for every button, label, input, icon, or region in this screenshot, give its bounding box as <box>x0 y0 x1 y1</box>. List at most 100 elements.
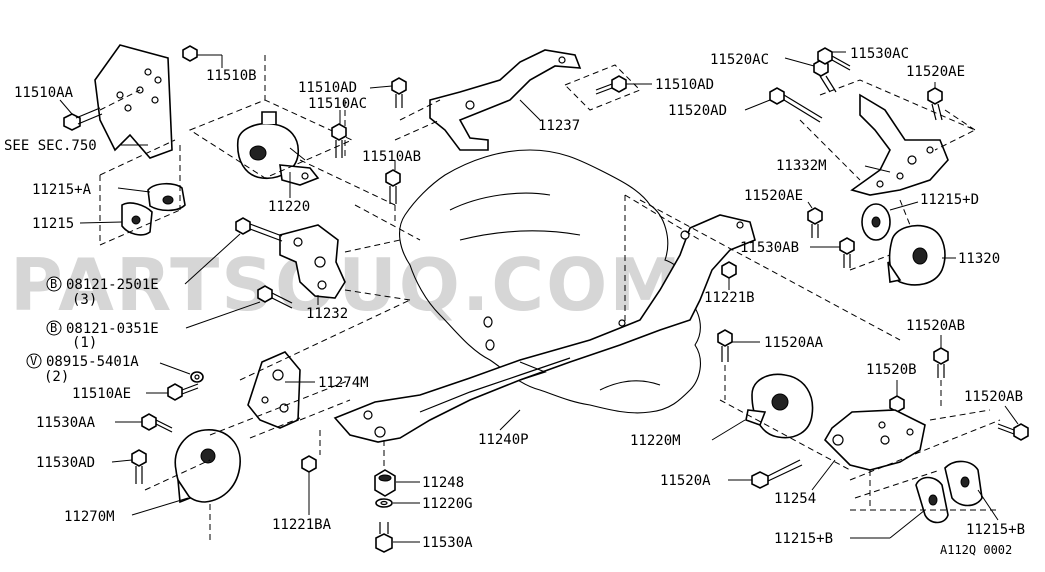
label-11237: 11237 <box>538 118 580 134</box>
label-11520AE-top: 11520AE <box>906 64 965 80</box>
label-see-sec-750: SEE SEC.750 <box>4 138 97 154</box>
washer-v-symbol-text: V <box>30 354 37 368</box>
label-11530AC: 11530AC <box>850 46 909 62</box>
bolt-b-symbol-icon <box>46 276 62 292</box>
cushion-11215-a <box>117 182 186 212</box>
torque-rod-11237 <box>429 49 582 151</box>
label-11530AB: 11530AB <box>740 240 799 256</box>
bolt-11510AC <box>331 110 347 158</box>
label-11215-b-left: 11215+B <box>774 531 833 547</box>
label-11248: 11248 <box>422 475 464 491</box>
engine-mount-11220M <box>711 373 814 441</box>
label-11510B: 11510B <box>206 68 257 84</box>
label-11520A: 11520A <box>660 473 711 489</box>
label-11520B: 11520B <box>866 362 917 378</box>
label-11530A: 11530A <box>422 535 473 551</box>
bracket-11232 <box>279 224 346 305</box>
label-11510AC: 11510AC <box>308 96 367 112</box>
label-11510AB: 11510AB <box>362 149 421 165</box>
nut-11520B <box>889 380 905 413</box>
label-11215-a: 11215+A <box>32 182 92 198</box>
label-11332M: 11332M <box>776 158 827 174</box>
bolt-b-symbol-text: B <box>50 277 57 291</box>
label-11520AD: 11520AD <box>668 103 727 119</box>
label-11510AD-right: 11510AD <box>655 77 714 93</box>
label-11530AD: 11530AD <box>36 455 95 471</box>
engine-mount-11220 <box>236 111 320 198</box>
bolt-b-symbol-text-2: B <box>50 321 57 335</box>
diagram-code: A112Q 0002 <box>940 543 1012 557</box>
label-11220M: 11220M <box>630 433 681 449</box>
label-qty-2: (2) <box>44 369 69 385</box>
label-11254: 11254 <box>774 491 816 507</box>
bolt-11520AC <box>784 57 837 93</box>
engine-mount-11320 <box>887 224 956 286</box>
bolt-11510AB <box>385 160 401 204</box>
bolt-11530AC <box>817 47 851 71</box>
bracket-11274M <box>247 351 315 429</box>
bracket-11254 <box>811 409 926 491</box>
label-11274M: 11274M <box>318 375 369 391</box>
bolt-11530AA-left <box>115 413 173 433</box>
bolt-11520AE-mid <box>807 201 823 238</box>
bolt-11520A <box>728 459 803 489</box>
bolt-11510AD-top <box>369 77 407 108</box>
label-08121-2501E: 08121-2501E <box>66 277 159 293</box>
stopper-11248 <box>374 469 420 497</box>
bolt-11520AA <box>717 329 760 362</box>
washer-08915-5401A <box>159 362 204 383</box>
engine-outline <box>399 149 701 414</box>
label-qty-1: (1) <box>72 335 97 351</box>
label-11520AA: 11520AA <box>764 335 824 351</box>
bolt-11510AE <box>146 383 199 401</box>
label-11220G: 11220G <box>422 496 473 512</box>
washer-11220G <box>375 498 420 508</box>
washer-v-symbol-icon <box>26 353 42 369</box>
bolt-11530AD <box>111 449 147 484</box>
nut-icon <box>182 45 198 62</box>
cushion-11215-b-left <box>915 476 949 524</box>
label-11215-b-right: 11215+B <box>966 522 1025 538</box>
label-11220: 11220 <box>268 199 310 215</box>
bolt-11520AB-top <box>933 335 949 378</box>
front-bracket-assembly <box>59 44 223 159</box>
label-11510AA: 11510AA <box>14 85 74 101</box>
bolt-11510AD-right <box>595 75 652 95</box>
bolt-08121-2501E <box>184 217 283 285</box>
engine-mount-11270M <box>131 429 241 516</box>
cushion-11215-b-right <box>944 460 999 521</box>
cushion-11215 <box>79 202 153 236</box>
label-11520AB-top: 11520AB <box>906 318 965 334</box>
label-11215-d: 11215+D <box>920 192 979 208</box>
nut-11221BA <box>301 455 317 515</box>
label-08915-5401A: 08915-5401A <box>46 354 139 370</box>
label-11221B: 11221B <box>704 290 755 306</box>
cushion-11215-d <box>861 201 919 241</box>
label-11520AC: 11520AC <box>710 52 769 68</box>
bolt-11520AD <box>744 87 823 123</box>
crossmember-11240P <box>333 214 756 443</box>
bolt-08121-0351E <box>185 285 293 329</box>
label-11232: 11232 <box>306 306 348 322</box>
label-11215: 11215 <box>32 216 74 232</box>
label-qty-3: (3) <box>72 292 97 308</box>
bolt-11520AE-top <box>927 82 943 121</box>
label-11530AA-left: 11530AA <box>36 415 96 431</box>
label-08121-0351E: 08121-0351E <box>66 321 159 337</box>
bolt-11530AB <box>810 237 855 268</box>
label-11520AE-mid: 11520AE <box>744 188 803 204</box>
bolt-11530A <box>375 522 420 553</box>
label-11221BA: 11221BA <box>272 517 332 533</box>
label-11510AE: 11510AE <box>72 386 131 402</box>
bolt-b-symbol-icon-2 <box>46 320 62 336</box>
label-11270M: 11270M <box>64 509 115 525</box>
bolt-11520AB-right <box>997 405 1029 441</box>
label-11510AD-top: 11510AD <box>298 80 357 96</box>
label-11520AB-right: 11520AB <box>964 389 1023 405</box>
watermark-text: PARTSOUQ.COM <box>10 243 683 327</box>
nut-11221B <box>721 261 737 290</box>
bracket-11332M <box>850 93 949 196</box>
label-11320: 11320 <box>958 251 1000 267</box>
label-11240P: 11240P <box>478 432 529 448</box>
